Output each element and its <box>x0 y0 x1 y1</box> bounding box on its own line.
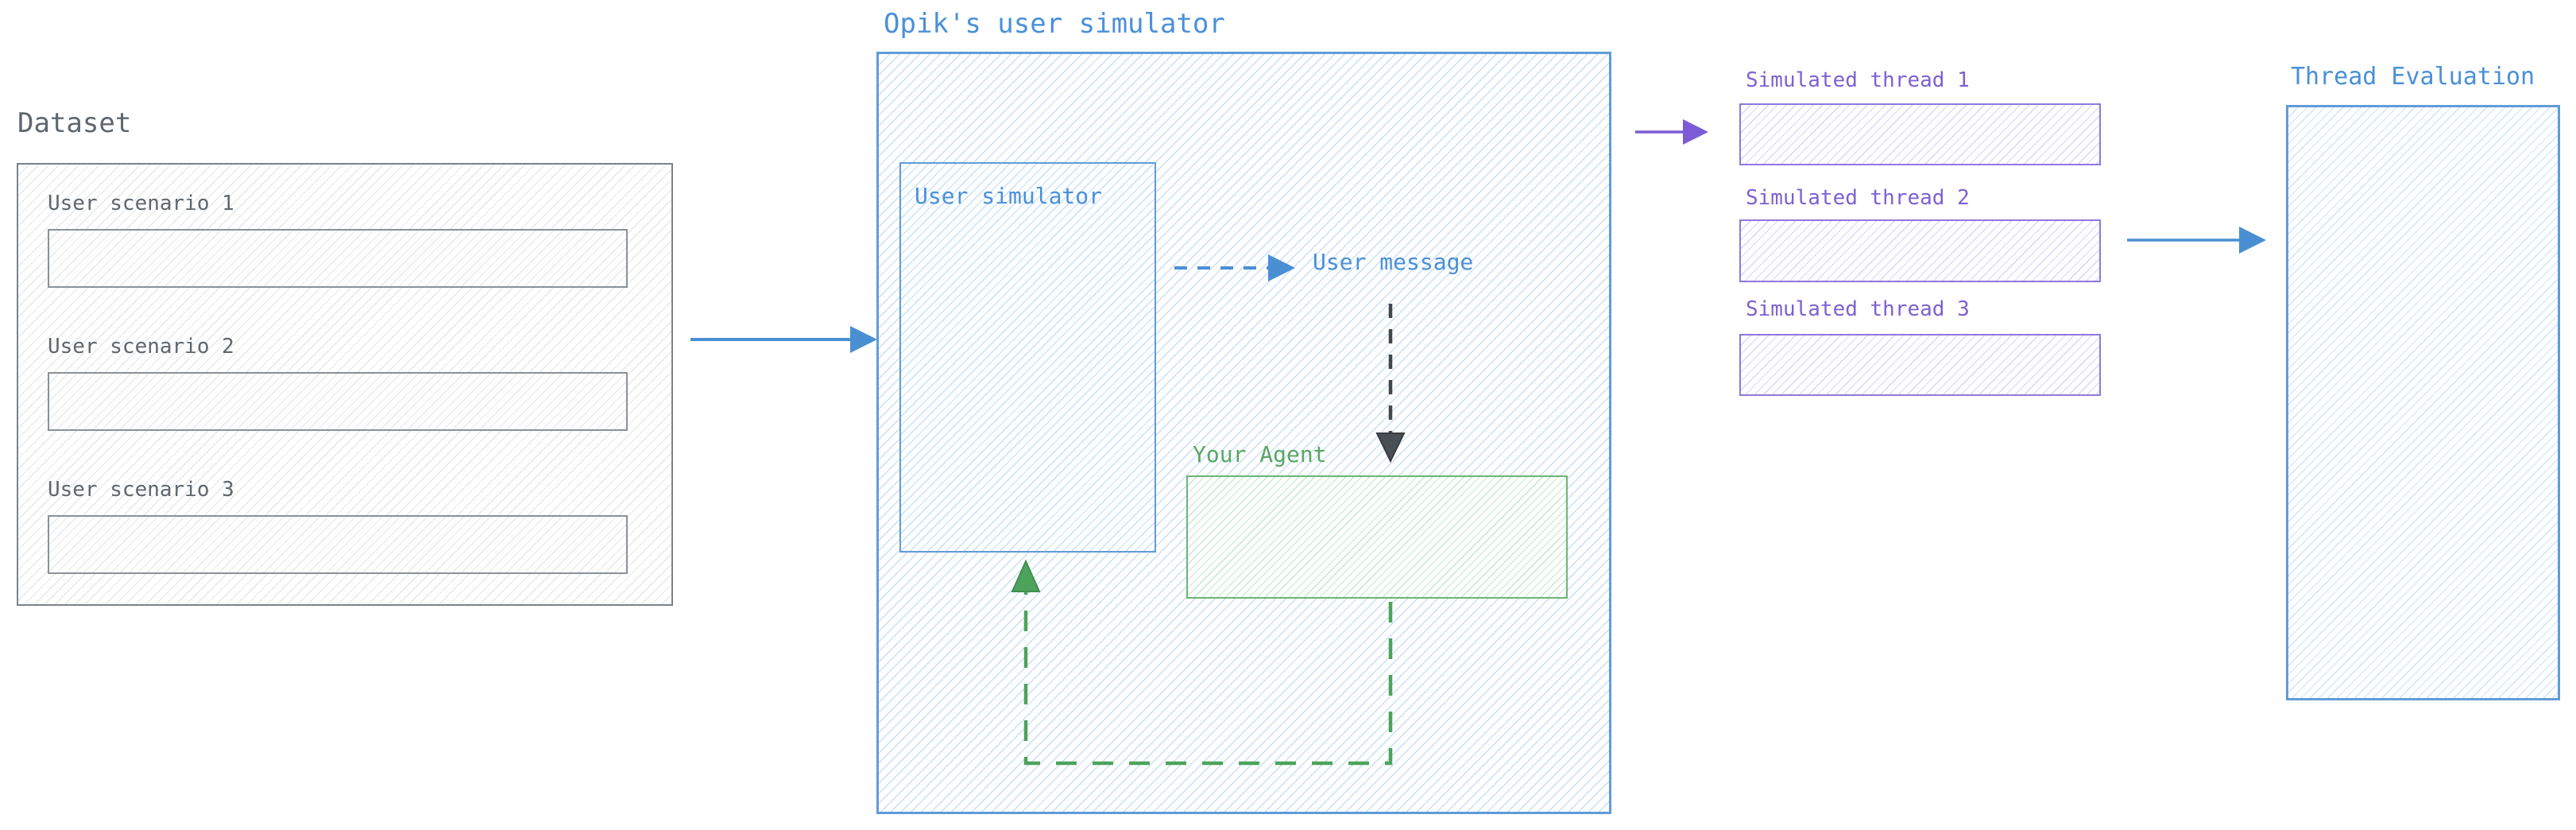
simulated-thread-2-label: Simulated thread 2 <box>1746 186 1970 210</box>
simulated-thread-2-box <box>1739 219 2101 282</box>
dataset-title: Dataset <box>17 107 132 139</box>
simulated-thread-1-box <box>1739 103 2101 165</box>
user-scenario-3-box <box>48 515 628 574</box>
your-agent-box <box>1186 475 1568 599</box>
user-message-label: User message <box>1313 249 1474 275</box>
simulated-thread-3-box <box>1739 334 2101 396</box>
your-agent-label: Your Agent <box>1193 441 1327 467</box>
thread-evaluation-title: Thread Evaluation <box>2291 63 2535 91</box>
arrow-threads-to-evaluation <box>2127 227 2266 254</box>
simulated-thread-3-label: Simulated thread 3 <box>1746 297 1970 321</box>
simulated-thread-1-label: Simulated thread 1 <box>1746 68 1970 92</box>
user-scenario-1-box <box>48 229 628 288</box>
user-simulator-box <box>899 162 1156 553</box>
user-scenario-1-label: User scenario 1 <box>48 192 234 215</box>
opik-simulator-box <box>876 52 1611 814</box>
user-scenario-2-box <box>48 372 628 431</box>
arrow-dataset-to-simulator <box>690 326 877 353</box>
user-simulator-label: User simulator <box>915 183 1103 209</box>
user-scenario-3-label: User scenario 3 <box>48 478 234 502</box>
arrow-simulator-to-threads <box>1635 119 1708 145</box>
user-scenario-2-label: User scenario 2 <box>48 335 234 359</box>
simulator-title: Opik's user simulator <box>884 8 1225 40</box>
thread-evaluation-box <box>2286 105 2560 700</box>
